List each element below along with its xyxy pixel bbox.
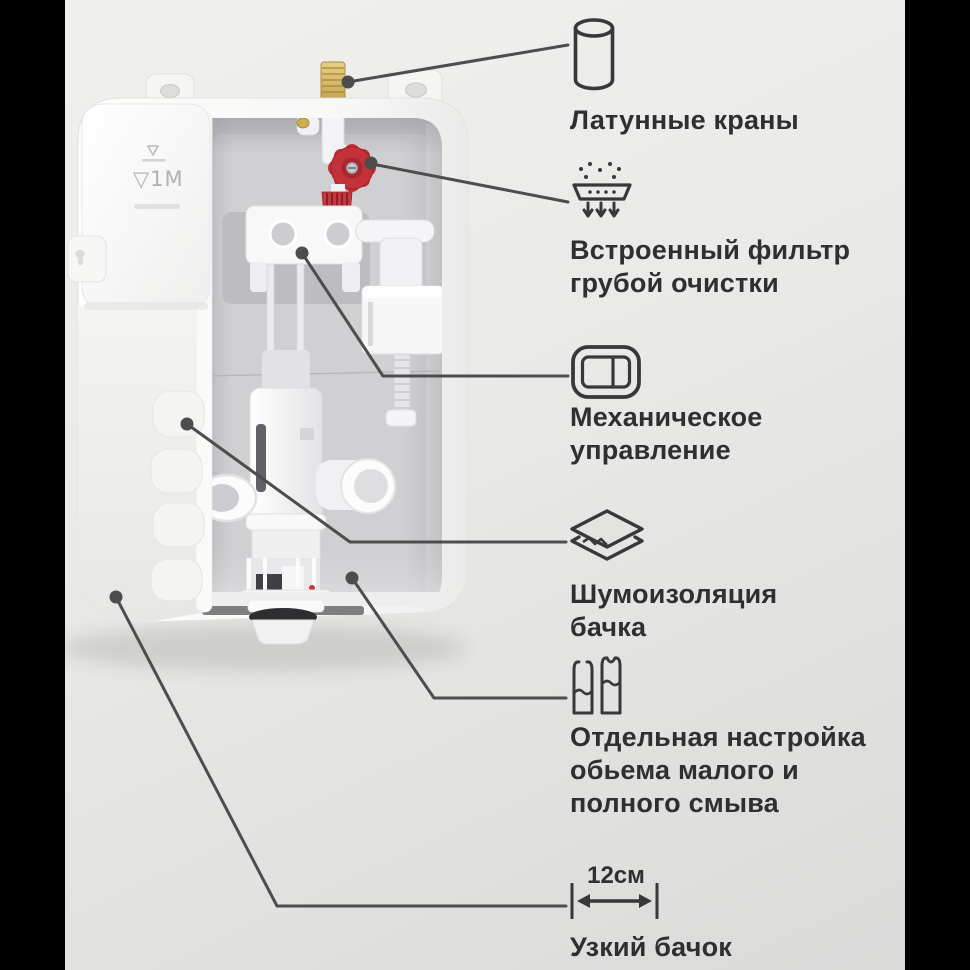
callout-label: Отдельная настройка обьема малого и полн… [570,722,866,818]
callout-mechanical-control: Механическое управление [560,345,910,475]
leader-plate [300,251,570,378]
wall-bracket-lug [67,235,107,283]
dual-volume-icon [572,656,622,715]
leader-lines [114,43,570,908]
filter-icon [572,162,632,218]
leader-volume [350,576,568,700]
callout-brass-taps: Латунные краны [560,17,910,157]
width-dimension-icon [570,883,659,919]
drain-outlet [202,599,364,645]
ground-shadow [57,624,467,672]
fill-valve-bracket [245,205,363,423]
callout-filter: Встроенный фильтр грубой очистки [560,161,910,301]
callout-label: Латунные краны [570,105,799,135]
callout-label: Узкий бачок [570,932,732,962]
callout-label: Встроенный фильтр грубой очистки [570,235,851,298]
callout-flush-volume: Отдельная настройка обьема малого и полн… [560,654,910,824]
callout-sound-insulation: Шумоизоляция бачка [560,508,910,648]
left-black-bar [0,0,65,970]
cistern-mechanism [202,118,442,606]
leader-narrow [114,595,568,908]
callout-label: Механическое управление [570,402,763,465]
right-black-bar [905,0,970,970]
cylinder-icon [573,18,615,91]
leader-brass [346,43,570,84]
flush-plate-icon [571,345,641,399]
dimension-value: 12см [587,862,645,889]
callout-label: Шумоизоляция бачка [570,579,778,642]
leader-dots [109,75,378,604]
product-marking: ▽1M [133,167,184,191]
outlet-pipe-right [316,458,396,514]
brand-triangle-logo [147,145,159,156]
outlet-pipe-left [202,473,258,523]
callout-narrow-tank: 12см Узкий бачок [560,862,910,970]
layers-icon [570,509,644,561]
leader-filter [370,162,570,204]
tank-side-foam [78,111,213,623]
float-fill-valve [355,219,442,427]
leader-insulation [185,422,568,544]
access-cover [81,103,211,310]
